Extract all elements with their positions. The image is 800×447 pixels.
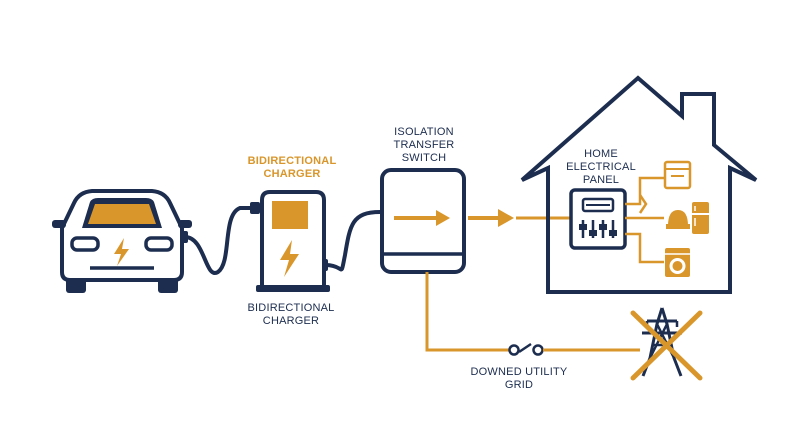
transfer-switch-icon: [380, 168, 466, 274]
charger-icon: [256, 190, 330, 292]
refrigerator-icon: [692, 202, 709, 234]
electrical-panel-icon: [569, 188, 627, 250]
dishwasher-icon: [663, 160, 692, 190]
washing-machine-icon: [665, 248, 690, 277]
house-icon: [520, 75, 758, 294]
charger-top-label: BIDIRECTIONAL CHARGER: [247, 155, 337, 180]
toaster-icon: [666, 210, 690, 229]
lightning-bolt-icon: [280, 240, 299, 277]
charger-plug: [250, 202, 260, 214]
appliance-branch-lines: [625, 176, 664, 264]
grid-branch-line: [425, 272, 509, 352]
panel-label: HOME ELECTRICAL PANEL: [566, 148, 636, 186]
charger-switch-cable: [324, 210, 382, 272]
car-charger-cable: [183, 206, 254, 275]
cross-out-icon: [630, 310, 703, 381]
lightning-bolt-icon: [114, 238, 129, 266]
flow-arrowhead: [498, 209, 514, 227]
charger-bottom-label: BIDIRECTIONAL CHARGER: [247, 302, 335, 327]
electric-car-icon: [52, 189, 192, 293]
open-switch-icon: [508, 342, 544, 356]
grid-label: DOWNED UTILITY GRID: [470, 366, 568, 391]
switch-label: ISOLATION TRANSFER SWITCH: [393, 126, 455, 164]
